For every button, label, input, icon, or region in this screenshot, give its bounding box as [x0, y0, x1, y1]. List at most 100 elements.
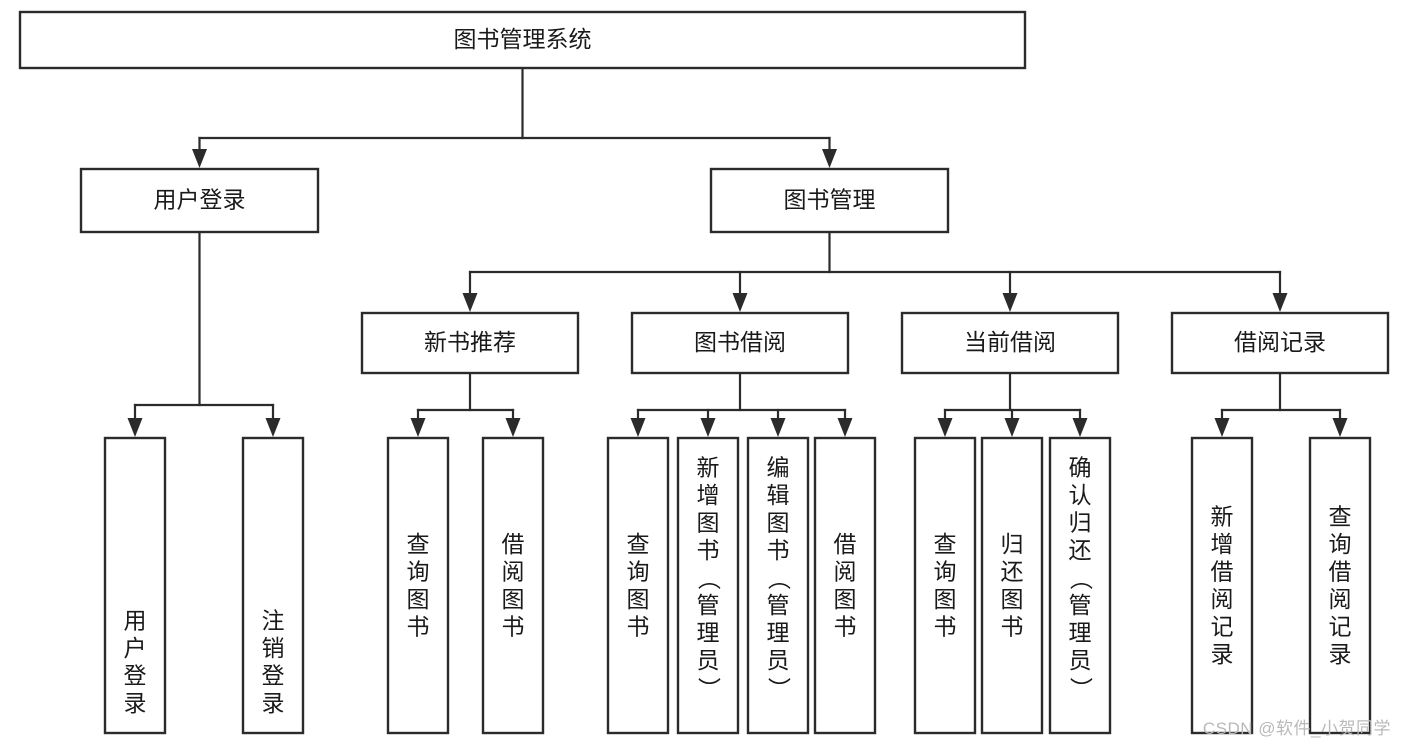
svg-text:图: 图: [1001, 586, 1024, 612]
node-label-user-login: 用户登录: [154, 187, 246, 213]
node-box-leaf-query-book-3[interactable]: [913, 436, 977, 735]
svg-text:询: 询: [1329, 531, 1352, 557]
svg-text:销: 销: [262, 635, 285, 661]
node-label-book-borrow: 图书借阅: [694, 329, 786, 355]
svg-text:图: 图: [934, 586, 957, 612]
node-box-leaf-borrow-book-2[interactable]: [813, 436, 877, 735]
node-label-borrow-record: 借阅记录: [1234, 329, 1326, 355]
node-box-leaf-borrow-book-1[interactable]: [481, 436, 545, 735]
node-box-leaf-logout[interactable]: [241, 436, 305, 735]
svg-text:阅: 阅: [502, 558, 525, 584]
connector-group-book-manage: [462, 230, 1288, 312]
svg-text:图: 图: [627, 586, 650, 612]
node-box-current-borrow[interactable]: [900, 311, 1120, 375]
svg-text:（: （: [696, 567, 722, 590]
svg-text:图: 图: [834, 586, 857, 612]
svg-text:员: 员: [1069, 647, 1092, 673]
node-book-borrow[interactable]: 图书借阅: [630, 311, 850, 375]
svg-text:（: （: [766, 567, 792, 590]
node-book-manage[interactable]: 图书管理: [709, 167, 950, 234]
node-box-new-book-rec[interactable]: [360, 311, 580, 375]
svg-text:确: 确: [1069, 454, 1092, 480]
svg-text:归: 归: [1001, 531, 1024, 557]
node-leaf-user-login[interactable]: 用户登录: [103, 436, 167, 735]
svg-text:书: 书: [502, 613, 525, 639]
node-box-leaf-query-record[interactable]: [1308, 436, 1372, 735]
svg-text:查: 查: [934, 531, 957, 557]
svg-text:询: 询: [934, 558, 957, 584]
node-box-leaf-add-book[interactable]: [676, 436, 740, 735]
svg-text:登: 登: [262, 662, 285, 688]
node-label-current-borrow: 当前借阅: [964, 329, 1056, 355]
node-box-leaf-confirm-return[interactable]: [1048, 436, 1112, 735]
node-current-borrow[interactable]: 当前借阅: [900, 311, 1120, 375]
svg-text:借: 借: [834, 531, 857, 557]
node-layer: 图书管理系统用户登录图书管理新书推荐图书借阅当前借阅借阅记录用户登录注销登录查询…: [18, 10, 1390, 735]
connector-group-root: [192, 66, 837, 168]
node-box-leaf-user-login[interactable]: [103, 436, 167, 735]
node-label-root: 图书管理系统: [454, 26, 592, 52]
svg-text:理: 理: [697, 619, 720, 645]
svg-text:查: 查: [407, 531, 430, 557]
node-box-leaf-return-book[interactable]: [980, 436, 1044, 735]
node-box-user-login[interactable]: [79, 167, 320, 234]
svg-text:录: 录: [1211, 641, 1234, 667]
svg-text:员: 员: [767, 647, 790, 673]
svg-text:）: ）: [766, 677, 792, 700]
connector-group-book-borrow: [630, 371, 853, 437]
node-borrow-record[interactable]: 借阅记录: [1170, 311, 1390, 375]
svg-text:图: 图: [697, 509, 720, 535]
node-box-book-borrow[interactable]: [630, 311, 850, 375]
svg-text:新: 新: [697, 454, 720, 480]
node-box-borrow-record[interactable]: [1170, 311, 1390, 375]
node-label-leaf-user-login: 用户登录: [124, 607, 147, 716]
node-box-leaf-query-book-1[interactable]: [386, 436, 450, 735]
svg-text:书: 书: [407, 613, 430, 639]
svg-text:查: 查: [1329, 503, 1352, 529]
node-root[interactable]: 图书管理系统: [18, 10, 1027, 70]
svg-text:借: 借: [502, 531, 525, 557]
svg-text:还: 还: [1001, 558, 1024, 584]
node-box-leaf-edit-book[interactable]: [746, 436, 810, 735]
svg-text:书: 书: [767, 537, 790, 563]
node-box-leaf-query-book-2[interactable]: [606, 436, 670, 735]
svg-text:新: 新: [1211, 503, 1234, 529]
svg-text:录: 录: [262, 690, 285, 716]
svg-text:辑: 辑: [767, 482, 790, 508]
svg-text:（: （: [1068, 567, 1094, 590]
svg-text:书: 书: [1001, 613, 1024, 639]
node-box-book-manage[interactable]: [709, 167, 950, 234]
svg-text:书: 书: [697, 537, 720, 563]
node-box-leaf-add-record[interactable]: [1190, 436, 1254, 735]
node-new-book-rec[interactable]: 新书推荐: [360, 311, 580, 375]
connector-group-borrow-record: [1214, 371, 1348, 437]
node-box-root[interactable]: [18, 10, 1027, 70]
svg-text:管: 管: [1069, 592, 1092, 618]
svg-text:管: 管: [697, 592, 720, 618]
svg-text:录: 录: [1329, 641, 1352, 667]
node-user-login[interactable]: 用户登录: [79, 167, 320, 234]
svg-text:）: ）: [1068, 677, 1094, 700]
